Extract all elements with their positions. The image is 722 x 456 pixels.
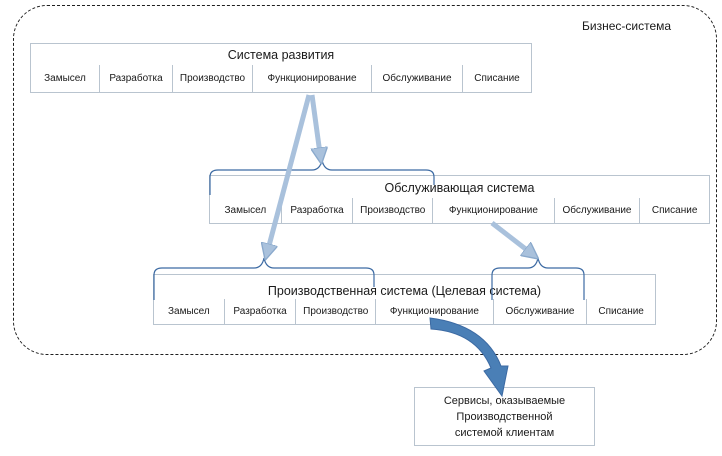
stage-maintenance: Обслуживание	[371, 65, 462, 92]
stage-disposal: Списание	[639, 198, 709, 223]
production-system: Производственная система (Целевая систем…	[153, 274, 656, 325]
production-system-title: Производственная система (Целевая систем…	[267, 284, 542, 298]
development-system: Система развития Замысел Разработка Прои…	[30, 43, 532, 93]
business-system-boundary	[13, 5, 717, 355]
stage-operation: Функционирование	[375, 299, 493, 324]
stage-development: Разработка	[280, 198, 353, 223]
supporting-system-brace	[209, 159, 435, 195]
maintenance-brace	[491, 257, 585, 300]
stage-operation: Функционирование	[252, 65, 371, 92]
business-system-label: Бизнес-система	[582, 19, 672, 33]
development-system-title: Система развития	[227, 48, 335, 62]
stage-disposal: Списание	[586, 299, 655, 324]
stage-maintenance: Обслуживание	[553, 198, 640, 223]
stage-production: Производство	[172, 65, 252, 92]
stage-development: Разработка	[99, 65, 172, 92]
stage-concept: Замысел	[167, 306, 210, 317]
stage-concept: Замысел	[224, 205, 267, 216]
client-services-text: Сервисы, оказываемые Производственной си…	[443, 394, 566, 439]
arrow-operation-to-services	[429, 317, 509, 398]
arrow-development-to-supporting	[309, 94, 321, 161]
stage-operation: Функционирование	[432, 198, 554, 223]
client-services-box: Сервисы, оказываемые Производственной си…	[414, 387, 595, 446]
production-system-brace	[153, 257, 375, 300]
arrow-development-to-production	[266, 94, 312, 257]
supporting-system: Обслуживающая система Замысел Разработка…	[209, 175, 710, 224]
stage-production: Производство	[295, 299, 375, 324]
stage-maintenance: Обслуживание	[492, 299, 587, 324]
stage-disposal: Списание	[462, 65, 531, 92]
arrow-supporting-to-maintenance	[490, 221, 536, 257]
stage-production: Производство	[352, 198, 432, 223]
stage-development: Разработка	[223, 299, 296, 324]
stage-concept: Замысел	[44, 73, 86, 84]
supporting-system-title: Обслуживающая система	[384, 181, 535, 195]
